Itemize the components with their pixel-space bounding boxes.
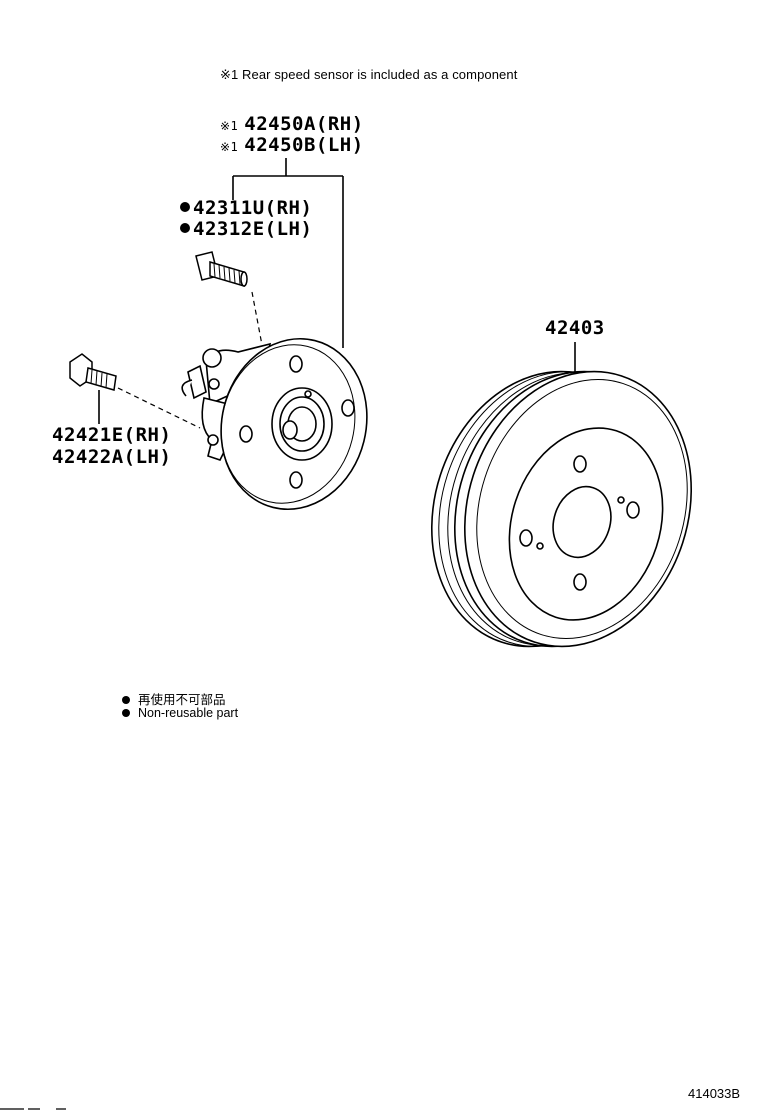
bolt-part-number-lh: 42422A(LH) [52,446,172,468]
sensor-mark: ※1 [220,119,239,133]
header-note: ※1 Rear speed sensor is included as a co… [220,67,518,82]
legend-dot-icon [122,695,130,704]
stud-part-number-rh: 42311U(RH) [180,197,312,219]
non-reusable-dot-icon [180,201,190,212]
stud-dashed-leader [251,291,263,346]
bolt-icon [69,353,117,391]
axle-hub-assembly-icon [181,337,368,511]
stud-part-number-lh: 42312E(LH) [180,218,312,240]
hub-leader [232,158,344,348]
stud-rh-label: 42311U(RH) [193,197,313,219]
legend-ja-label: 再使用不可部品 [138,693,226,707]
legend-ja: 再使用不可部品 [122,689,226,708]
hub-part-number-lh: ※1 42450B(LH) [220,134,364,156]
hub-bolt-stud-icon [195,251,248,288]
drum-part-number: 42403 [545,317,605,339]
bolt-dashed-leader [117,387,201,429]
brake-drum-icon [430,370,693,648]
legend-en-label: Non-reusable part [138,706,239,720]
bolt-part-number-rh: 42421E(RH) [52,424,172,446]
sensor-mark: ※1 [220,140,239,154]
stud-lh-label: 42312E(LH) [193,218,313,240]
hub-rh-label: 42450A(RH) [244,113,364,135]
non-reusable-dot-icon [180,222,190,233]
figure-code: 414033B [688,1086,741,1101]
legend-dot-icon [122,708,130,717]
hub-part-number-rh: ※1 42450A(RH) [220,113,364,135]
hub-lh-label: 42450B(LH) [244,134,364,156]
legend-en: Non-reusable part [122,706,238,720]
